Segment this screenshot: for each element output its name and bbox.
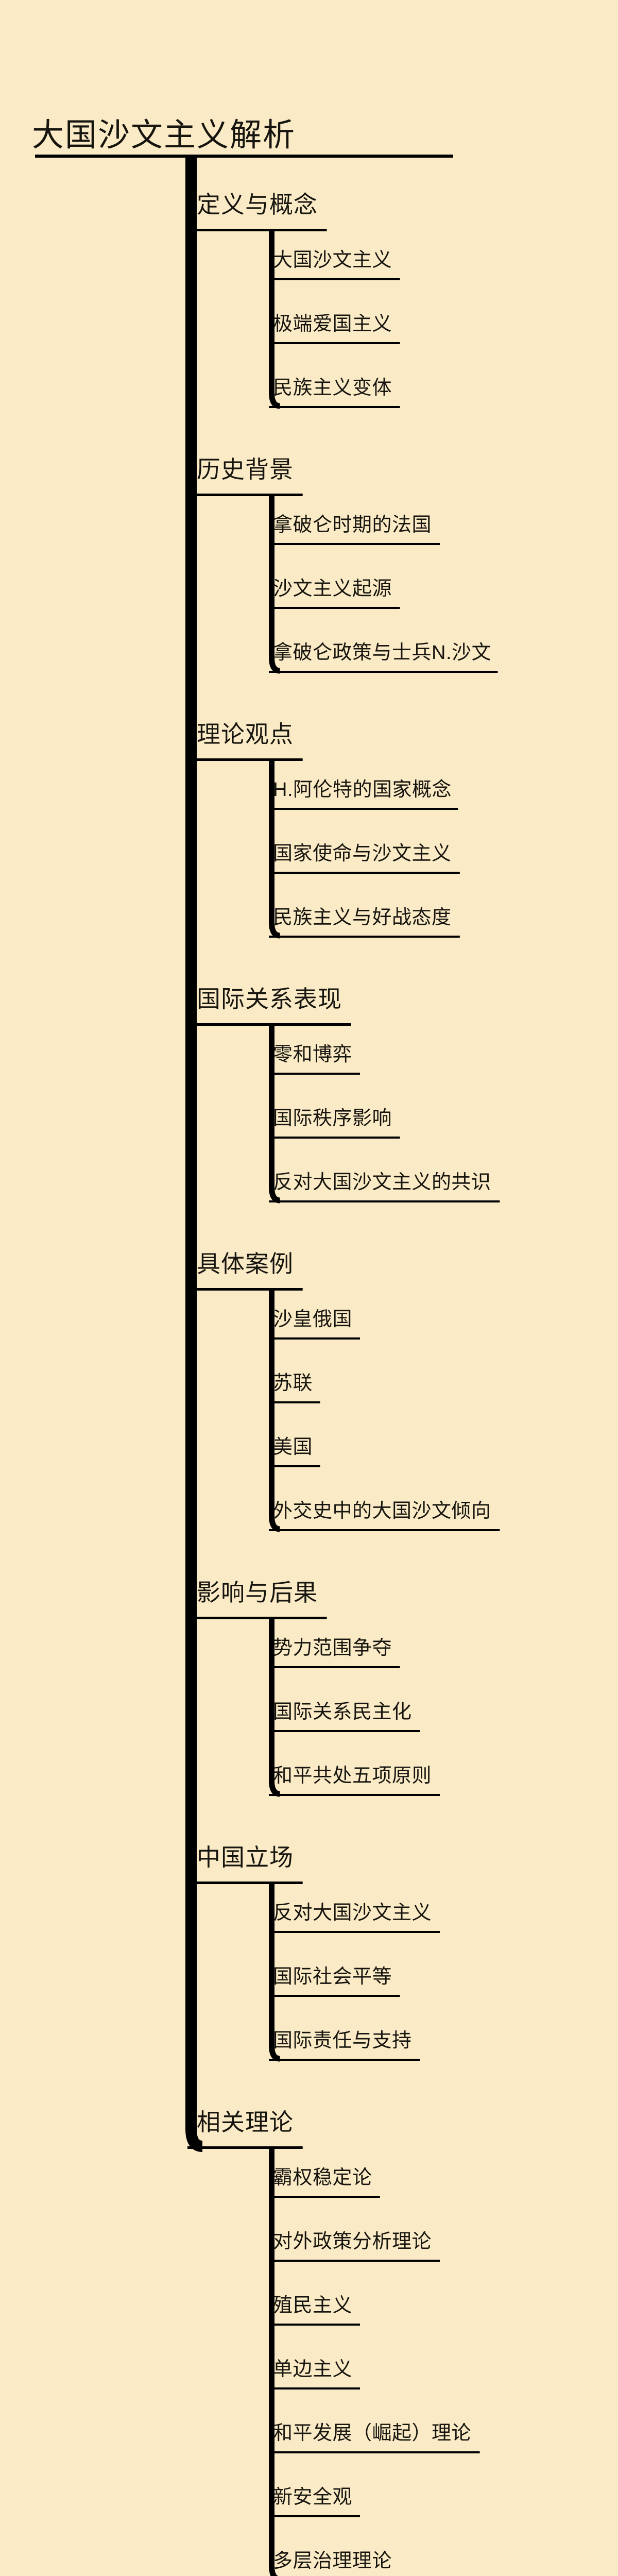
leaf-underline-8-3 bbox=[269, 2324, 360, 2326]
leaf-underline-4-2 bbox=[269, 1137, 400, 1139]
leaf-underline-8-4 bbox=[269, 2387, 360, 2389]
leaf-underline-7-2 bbox=[269, 1995, 400, 1997]
leaf-node-label-2-1[interactable]: 拿破仑时期的法国 bbox=[273, 514, 432, 536]
leaf-node-label-8-6[interactable]: 新安全观 bbox=[273, 2486, 353, 2508]
leaf-node-label-6-1[interactable]: 势力范围争夺 bbox=[273, 1637, 392, 1659]
branch-underline-2 bbox=[187, 494, 303, 496]
branch-node-label-3[interactable]: 理论观点 bbox=[197, 721, 294, 748]
leaf-underline-6-1 bbox=[269, 1666, 400, 1668]
leaf-node-label-1-2[interactable]: 极端爱国主义 bbox=[273, 313, 392, 335]
branch-underline-7 bbox=[187, 1882, 303, 1884]
leaf-underline-2-2 bbox=[269, 607, 400, 609]
branch-node-label-8[interactable]: 相关理论 bbox=[197, 2109, 294, 2136]
leaf-underline-5-2 bbox=[269, 1401, 320, 1403]
leaf-node-label-7-3[interactable]: 国际责任与支持 bbox=[273, 2030, 412, 2052]
leaf-underline-4-3 bbox=[269, 1200, 500, 1202]
branch-node-label-4[interactable]: 国际关系表现 bbox=[197, 986, 342, 1012]
leaf-node-label-5-1[interactable]: 沙皇俄国 bbox=[273, 1309, 353, 1330]
leaf-underline-6-2 bbox=[269, 1730, 420, 1732]
leaf-node-label-2-3[interactable]: 拿破仑政策与士兵N.沙文 bbox=[273, 642, 492, 664]
leaf-underline-1-1 bbox=[269, 278, 400, 280]
branch-node-label-6[interactable]: 影响与后果 bbox=[197, 1579, 318, 1606]
leaf-underline-5-4 bbox=[269, 1529, 500, 1531]
leaf-node-label-1-3[interactable]: 民族主义变体 bbox=[273, 377, 392, 399]
leaf-node-label-8-2[interactable]: 对外政策分析理论 bbox=[273, 2231, 432, 2252]
leaf-underline-1-3 bbox=[269, 406, 400, 408]
leaf-node-label-3-1[interactable]: H.阿伦特的国家概念 bbox=[273, 779, 452, 801]
leaf-node-label-5-3[interactable]: 美国 bbox=[273, 1436, 313, 1458]
branch-node-label-1[interactable]: 定义与概念 bbox=[197, 191, 318, 218]
leaf-node-label-8-7[interactable]: 多层治理理论 bbox=[273, 2550, 392, 2572]
leaf-node-label-6-3[interactable]: 和平共处五项原则 bbox=[273, 1765, 432, 1787]
leaf-node-label-4-2[interactable]: 国际秩序影响 bbox=[273, 1108, 392, 1129]
leaf-node-label-4-3[interactable]: 反对大国沙文主义的共识 bbox=[273, 1172, 491, 1193]
leaf-node-label-4-1[interactable]: 零和博弈 bbox=[273, 1044, 353, 1065]
leaf-node-label-6-2[interactable]: 国际关系民主化 bbox=[273, 1701, 412, 1723]
leaf-node-label-5-2[interactable]: 苏联 bbox=[273, 1372, 313, 1394]
leaf-underline-1-2 bbox=[269, 342, 400, 344]
branch-underline-4 bbox=[187, 1023, 351, 1026]
leaf-underline-8-5 bbox=[269, 2451, 480, 2453]
leaf-underline-7-3 bbox=[269, 2059, 420, 2061]
leaf-node-label-8-1[interactable]: 霸权稳定论 bbox=[273, 2167, 372, 2189]
leaf-underline-3-1 bbox=[269, 808, 458, 810]
root-underline bbox=[35, 155, 453, 158]
branch-node-label-5[interactable]: 具体案例 bbox=[197, 1250, 294, 1277]
leaf-underline-6-3 bbox=[269, 1794, 440, 1796]
branch-underline-8 bbox=[187, 2146, 303, 2149]
root-node-label[interactable]: 大国沙文主义解析 bbox=[32, 117, 296, 153]
leaf-underline-3-3 bbox=[269, 936, 460, 938]
branch-underline-6 bbox=[187, 1617, 327, 1619]
leaf-node-label-2-2[interactable]: 沙文主义起源 bbox=[273, 578, 392, 600]
leaf-underline-2-1 bbox=[269, 543, 440, 545]
leaf-node-label-7-1[interactable]: 反对大国沙文主义 bbox=[273, 1902, 432, 1924]
leaf-node-label-7-2[interactable]: 国际社会平等 bbox=[273, 1966, 392, 1988]
leaf-node-label-8-4[interactable]: 单边主义 bbox=[273, 2359, 353, 2380]
leaf-underline-3-2 bbox=[269, 872, 460, 874]
leaf-underline-7-1 bbox=[269, 1931, 440, 1933]
leaf-node-label-5-4[interactable]: 外交史中的大国沙文倾向 bbox=[273, 1500, 491, 1522]
leaf-underline-8-6 bbox=[269, 2515, 360, 2517]
branch-node-label-7[interactable]: 中国立场 bbox=[197, 1844, 294, 1871]
leaf-node-label-8-3[interactable]: 殖民主义 bbox=[273, 2295, 353, 2316]
leaf-underline-5-3 bbox=[269, 1465, 320, 1467]
leaf-underline-4-1 bbox=[269, 1073, 360, 1075]
leaf-underline-2-3 bbox=[269, 671, 498, 673]
leaf-node-label-1-1[interactable]: 大国沙文主义 bbox=[273, 249, 392, 271]
branch-node-label-2[interactable]: 历史背景 bbox=[197, 456, 294, 483]
leaf-underline-8-1 bbox=[269, 2196, 380, 2198]
leaf-node-label-3-3[interactable]: 民族主义与好战态度 bbox=[273, 907, 452, 928]
leaf-node-label-8-5[interactable]: 和平发展（崛起）理论 bbox=[273, 2422, 472, 2444]
branch-underline-1 bbox=[187, 229, 327, 231]
leaf-node-label-3-2[interactable]: 国家使命与沙文主义 bbox=[273, 843, 452, 865]
branch-underline-3 bbox=[187, 758, 303, 761]
leaf-underline-5-1 bbox=[269, 1337, 360, 1340]
branch-underline-5 bbox=[187, 1288, 303, 1291]
leaf-underline-8-2 bbox=[269, 2260, 440, 2262]
